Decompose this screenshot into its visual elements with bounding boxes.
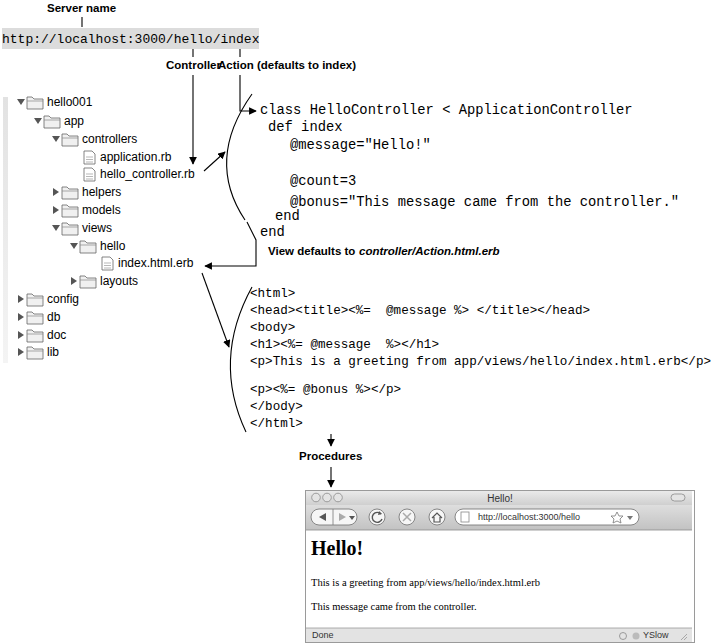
code-line: <p>This is a greeting from app/views/hel… xyxy=(250,355,711,370)
code-line: end xyxy=(275,209,300,226)
annotation: Action (defaults to index) xyxy=(218,59,356,73)
address-text: http://localhost:3000/hello xyxy=(478,512,580,523)
code-line: def index xyxy=(268,120,343,137)
code-line: @message="Hello!" xyxy=(290,138,431,155)
tree-item: doc xyxy=(47,328,66,342)
code-line: @bonus="This message came from the contr… xyxy=(290,195,679,212)
code-line: @count=3 xyxy=(290,174,356,191)
code-line: end xyxy=(260,225,285,242)
page-text: This is a greeting from app/views/hello/… xyxy=(311,577,540,590)
browser-window: Hello!http://localhost:3000/helloHello!T… xyxy=(305,490,695,643)
annotation: Procedures xyxy=(299,450,362,464)
tree-item: helpers xyxy=(82,185,121,199)
tree-item: views xyxy=(82,221,112,235)
tree-item: layouts xyxy=(100,274,138,288)
tree-item: controllers xyxy=(82,132,137,146)
tree-item: models xyxy=(82,203,121,217)
status-text: Done xyxy=(312,630,334,641)
tree-item: index.html.erb xyxy=(118,256,193,270)
url-text: http://localhost:3000/hello/index xyxy=(2,32,259,47)
tree-item: lib xyxy=(47,345,59,359)
window-title: Hello! xyxy=(306,493,694,505)
code-line: class HelloController < ApplicationContr… xyxy=(260,103,633,120)
tree-item: application.rb xyxy=(100,150,171,164)
status-text: YSlow xyxy=(643,630,669,641)
code-line: <h1><%= @message %></h1> xyxy=(250,338,439,353)
annotation: controller/Action.html.erb xyxy=(359,245,500,259)
tree-item: hello xyxy=(100,239,125,253)
url-highlight: http://localhost:3000/hello/index xyxy=(2,28,259,49)
annotation: Server name xyxy=(47,2,116,16)
annotation: View defaults to xyxy=(268,245,355,259)
code-line: <body> xyxy=(250,321,295,336)
code-line: <head><title><%= @message %> </title></h… xyxy=(250,304,590,319)
code-line: <html> xyxy=(250,287,295,302)
annotation: Controller xyxy=(166,59,221,73)
tree-item: hello001 xyxy=(47,95,92,109)
tree-item: app xyxy=(64,114,84,128)
tree-panel-edge xyxy=(3,97,8,363)
tree-item: config xyxy=(47,292,79,306)
code-line: </body> xyxy=(250,400,303,415)
page-text: This message came from the controller. xyxy=(311,601,477,614)
browser-chrome xyxy=(305,490,692,643)
page-heading: Hello! xyxy=(311,536,363,560)
code-line: </html> xyxy=(250,417,303,432)
tree-item: hello_controller.rb xyxy=(100,167,195,181)
code-line: <p><%= @bonus %></p> xyxy=(250,383,401,398)
tree-item: db xyxy=(47,310,60,324)
